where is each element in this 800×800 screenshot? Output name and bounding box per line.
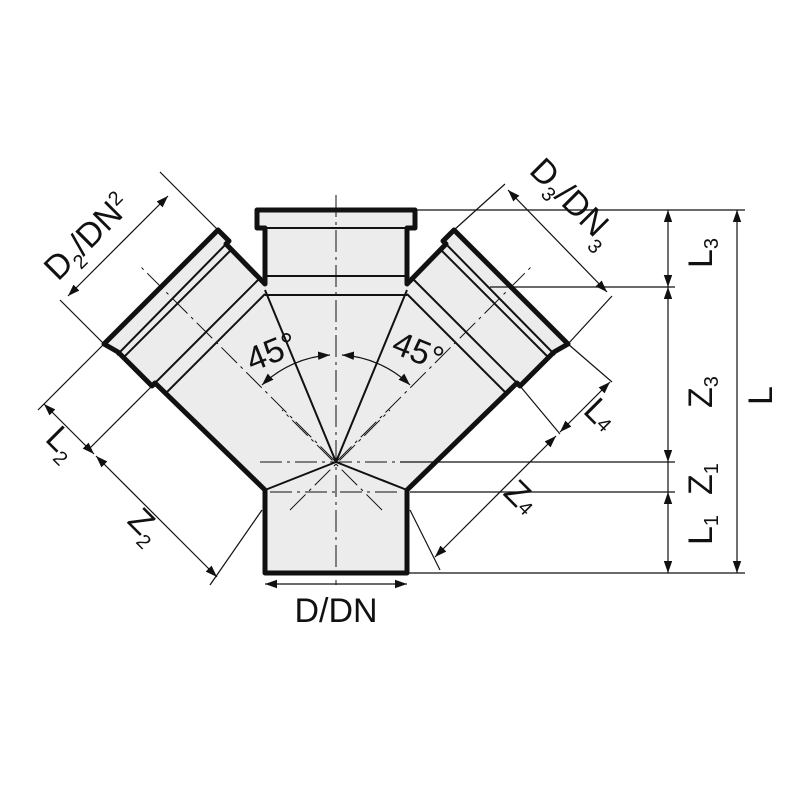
- l3-label: L3: [682, 238, 723, 268]
- left-branch-dimensions: [37, 171, 263, 586]
- d3-dn3-label: D3/DN3: [516, 151, 624, 259]
- d-dn-label: D/DN: [294, 592, 377, 630]
- z3-label: Z3: [682, 376, 723, 408]
- l4-label: L4: [576, 391, 624, 439]
- angle-arcs: [261, 351, 411, 386]
- l-label: L: [742, 386, 780, 405]
- l2-label: L2: [35, 419, 87, 471]
- right-branch-dimensions: [409, 183, 613, 571]
- centerlines: [139, 195, 533, 585]
- z1-label: Z1: [682, 463, 723, 495]
- z2-label: Z2: [117, 501, 170, 554]
- l1-label: L1: [682, 515, 723, 545]
- z4-label: Z4: [496, 473, 545, 522]
